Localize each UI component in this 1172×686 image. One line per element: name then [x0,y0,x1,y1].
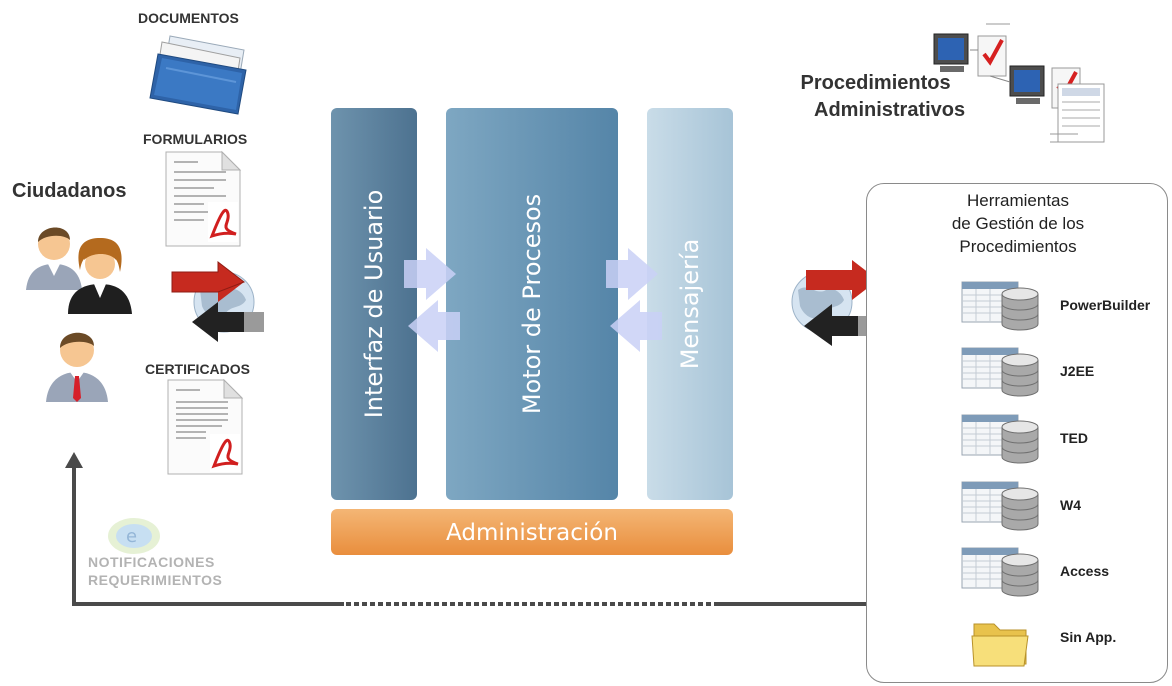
citizens-title: Ciudadanos [12,180,127,202]
procedures-title: Procedimientos Administrativos [786,70,966,124]
database-icon [961,347,1039,397]
tool-row-j2ee [960,346,1052,403]
tool-row-ted [960,413,1052,470]
tool-label-ted: TED [1060,430,1088,446]
tool-label-j2ee: J2EE [1060,363,1095,379]
ui-engine-flow-arrows [404,248,460,352]
engine-messaging-flow-arrows [606,248,662,352]
documents-label: DOCUMENTOS [138,10,239,26]
process-engine-column: Motor de Procesos [446,108,618,500]
messaging-column: Mensajería [647,108,733,500]
notifications-line-2: REQUERIMIENTOS [88,572,223,588]
certificates-label: CERTIFICADOS [145,361,250,377]
tool-label-access: Access [1060,563,1110,579]
citizen-person-icon [46,332,108,402]
user-interface-label: Interfaz de Usuario [360,189,388,419]
workflow-approval-icon [933,23,1105,143]
database-icon [961,281,1039,331]
tool-label-sin-app: Sin App. [1060,629,1117,645]
tool-row-w4 [960,480,1052,537]
forms-label: FORMULARIOS [143,131,248,147]
notifications-label: NOTIFICACIONES REQUERIMIENTOS [88,553,222,589]
email-notification-icon: e [108,518,160,554]
form-document-icon [165,150,242,247]
database-icon [961,481,1039,531]
svg-text:e: e [126,526,137,547]
process-engine-label: Motor de Procesos [518,193,546,415]
folder-icon [971,623,1029,667]
documents-folder-icon [149,35,247,115]
tool-row-sin-app [970,612,1032,675]
globe-exchange-icon [171,260,264,342]
management-tools-title: Herramientas de Gestión de los Procedimi… [900,189,1136,258]
administration-label: Administración [446,520,618,546]
database-icon [961,547,1039,597]
tools-title-line-2: de Gestión de los [951,214,1085,233]
messaging-label: Mensajería [676,238,704,370]
database-icon [961,414,1039,464]
user-interface-column: Interfaz de Usuario [331,108,417,500]
tools-title-line-1: Herramientas [966,191,1070,210]
certificate-document-icon [167,378,244,475]
tools-title-line-3: Procedimientos [959,237,1077,256]
tool-row-access [960,546,1052,603]
tool-label-w4: W4 [1060,497,1081,513]
notifications-line-1: NOTIFICACIONES [88,554,215,570]
notification-return-path [65,452,876,606]
procedures-title-line-2: Administrativos [814,99,966,121]
procedures-title-line-1: Procedimientos [800,72,951,94]
tool-row-powerbuilder [960,280,1052,337]
citizens-group-icon [26,227,132,314]
administration-bar: Administración [331,509,733,555]
tool-label-powerbuilder: PowerBuilder [1060,297,1151,313]
